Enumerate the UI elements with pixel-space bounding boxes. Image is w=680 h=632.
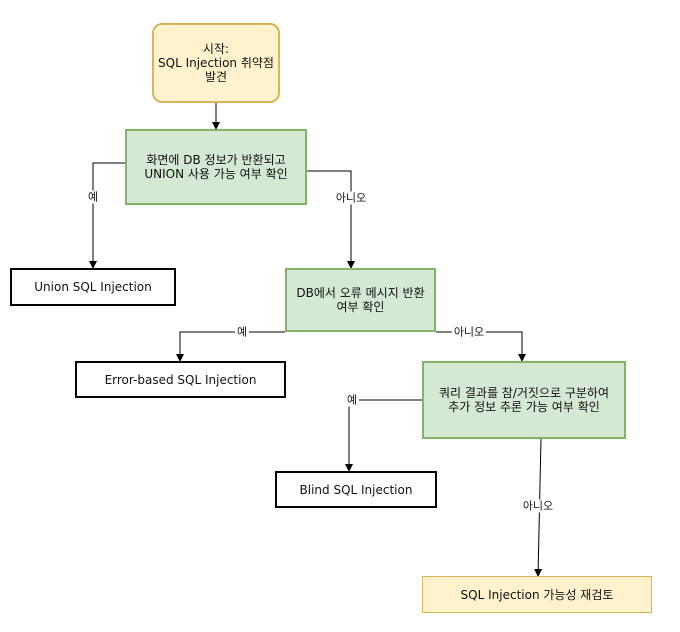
- edge-d1-no-to-decision2: [307, 170, 355, 269]
- start-node: 시작: SQL Injection 취약점 발견: [152, 23, 280, 103]
- edge-label-d1-yes: 예: [85, 190, 101, 204]
- blind-sql-injection-node: Blind SQL Injection: [275, 471, 437, 508]
- decision-blind-check-label: 쿼리 결과를 참/거짓으로 구분하여 추가 정보 추론 가능 여부 확인: [438, 386, 610, 414]
- edge-label-d3-no: 아니오: [520, 499, 556, 513]
- edge-d2-yes-to-error: [176, 331, 285, 362]
- edge-label-d1-no: 아니오: [333, 191, 369, 205]
- start-node-label: 시작: SQL Injection 취약점 발견: [158, 42, 274, 84]
- recheck-node-label: SQL Injection 가능성 재검토: [460, 587, 614, 602]
- edge-label-d2-yes: 예: [234, 325, 250, 339]
- edge-d1-yes-to-union: [89, 162, 125, 269]
- decision-blind-check: 쿼리 결과를 참/거짓으로 구분하여 추가 정보 추론 가능 여부 확인: [422, 361, 626, 439]
- decision-union-check: 화면에 DB 정보가 반환되고 UNION 사용 가능 여부 확인: [125, 129, 307, 205]
- error-based-sql-injection-label: Error-based SQL Injection: [104, 372, 257, 387]
- edge-d3-yes-to-blind: [345, 399, 422, 472]
- union-sql-injection-label: Union SQL Injection: [34, 280, 152, 294]
- edge-label-d2-no: 아니오: [451, 325, 487, 339]
- edge-label-d3-yes: 예: [344, 393, 360, 407]
- decision-union-check-label: 화면에 DB 정보가 반환되고 UNION 사용 가능 여부 확인: [144, 153, 288, 181]
- recheck-node: SQL Injection 가능성 재검토: [422, 576, 652, 613]
- blind-sql-injection-label: Blind SQL Injection: [299, 482, 413, 497]
- decision-error-check-label: DB에서 오류 메시지 반환 여부 확인: [296, 286, 425, 314]
- union-sql-injection-node: Union SQL Injection: [10, 268, 176, 306]
- error-based-sql-injection-node: Error-based SQL Injection: [75, 361, 286, 398]
- decision-error-check: DB에서 오류 메시지 반환 여부 확인: [285, 268, 436, 332]
